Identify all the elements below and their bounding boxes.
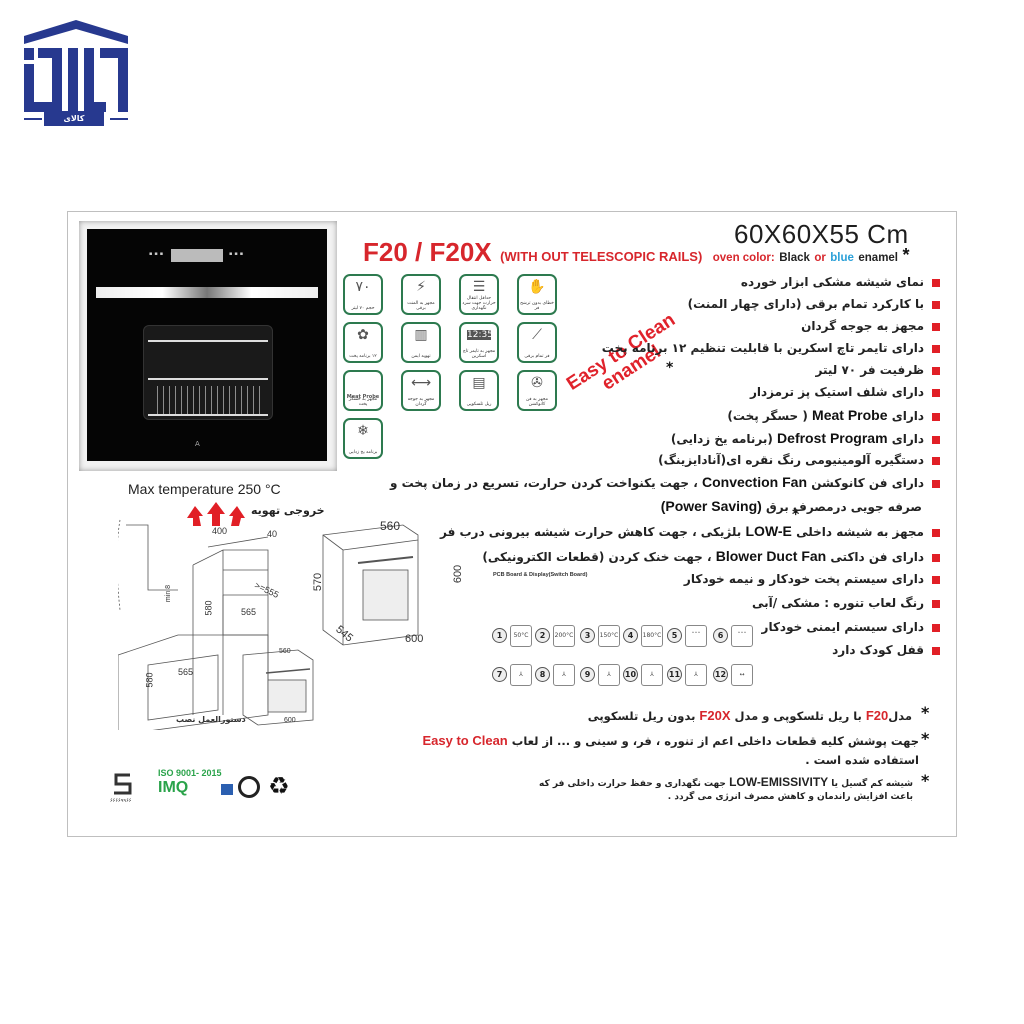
feature-item: قفل کودک دارد [832,643,940,657]
standard-mark-icon [114,773,132,795]
standard-number: ۶۶۶۶۹۹۶۶ [110,798,132,804]
asterisk: * [902,245,910,265]
electric-element-icon: ⚡مجهز به المنت برقی [401,274,441,315]
note-asterisk: * [921,703,930,722]
feature-item: دارای Defrost Program (برنامه یخ زدایی) [671,430,940,446]
feature-item-continued: صرفه جویی درمصرف برق (Power Saving) [660,498,922,514]
color-black: Black [779,252,810,264]
safe-ventilation-icon: ▥تهویه ایمن [401,322,441,363]
model-name: F20 / F20X [363,237,492,267]
fingerprint-free-icon: ✋خطای بدون ترشح فر [517,274,557,315]
recycle-icon: ♻ [268,772,290,800]
note-model-rails: مدلF20 با ریل تلسکوپی و مدل F20X بدون ری… [587,708,912,723]
note-easy-clean: جهت پوشش کلیه قطعات داخلی اعم از تنوره ،… [422,733,919,748]
feature-item: دستگیره آلومینیومی رنگ نقره ای(آنادایزین… [658,453,940,467]
oven-window [143,325,273,420]
oven-photo: ▪▪▪ ▪▪▪ A [79,221,337,471]
product-title: F20 / F20X (WITH OUT TELESCOPIC RAILS) o… [363,237,909,268]
note-easy-clean-cont: استفاده شده است . [805,753,919,767]
vent-arrows-icon [187,502,245,526]
installation-label: دستورالعمل نصب [176,715,246,724]
feature-item: نمای شیشه مشکی ابزار خورده [741,275,940,289]
dim-580: 580 [203,600,214,616]
dim-400: 400 [212,526,228,536]
iso-label: ISO 9001- 2015 [158,768,222,778]
dim-min8: min 8 [165,584,173,603]
certification-seal-icon [238,776,260,798]
control-keys-right: ▪▪▪ [229,251,246,257]
color-or: or [814,252,826,264]
feature-item: دارای فن داکتی Blower Duct Fan ، جهت خنک… [482,548,940,564]
feature-item: با کارکرد تمام برقی (دارای چهار المنت) [688,297,940,311]
note-asterisk: * [921,771,930,790]
dim-600: 600 [452,564,465,584]
dim-570: 570 [312,572,325,592]
installation-diagram [118,519,419,730]
feature-item: دارای تایمر تاچ اسکرین با قابلیت تنظیم ۱… [602,341,940,355]
control-keys-left: ▪▪▪ [149,251,166,257]
dim-40: 40 [267,529,278,539]
feature-item: مجهز به جوجه گردان [801,319,940,333]
rotisserie-icon: ⟷مجهز به جوجه گردان [401,370,441,411]
convection-fan-icon: ✇مجهز به فن کانوکشن [517,370,557,411]
oven-color-label: oven color: [712,252,775,264]
feature-item: دارای سیستم پخت خودکار و نیمه خودکار [684,572,940,586]
imq-logo: IMQ [158,779,189,796]
dim-580-lower: 580 [144,672,155,688]
feature-item: مجهز به شیشه داخلی LOW-E بلژیکی ، جهت کا… [440,523,940,539]
pcb-note: PCB Board & Display(Switch Board) [493,572,588,578]
oven-handle [96,287,318,298]
rails-note: (WITH OUT TELESCOPIC RAILS) [500,249,703,264]
max-temperature: Max temperature 250 °C [128,481,281,497]
dim-565: 565 [241,607,257,617]
building-logo-icon [24,20,128,112]
product-dimensions: 60X60X55 Cm [734,219,909,249]
color-enamel: enamel [858,252,899,264]
vent-label: خروجی تهویه [251,504,325,517]
dim-600-width: 600 [405,633,424,645]
csq-logo-icon [221,784,233,795]
dim-560-small: 560 [279,648,291,655]
feature-item: دارای Meat Probe ( حسگر پخت) [727,407,940,423]
color-blue: blue [830,252,854,264]
feature-item: دارای شلف استیک پز ترمزدار [750,385,940,399]
oven-front-panel: ▪▪▪ ▪▪▪ A [87,229,327,461]
dim-560: 560 [380,519,401,533]
feature-item: دارای سیستم ایمنی خودکار [762,620,940,634]
certification-logos: ۶۶۶۶۹۹۶۶ ISO 9001- 2015 IMQ ♻ [110,768,310,808]
telescopic-rail-icon: ▤ریل تلسکوپی [459,370,499,411]
cooking-programs-icon: ✿۱۲ برنامه پخت [343,322,383,363]
note-low-emissivity: شیشه کم گسیل یا LOW-EMISSIVITY جهت نگهدا… [539,775,913,789]
logo-caption: کالای ساختمانی [44,111,104,138]
logo-rule-left [24,118,42,120]
full-electric-icon: ⟋فر تمام برقی [517,322,557,363]
oven-display [171,249,223,262]
feature-item: ظرفیت فر ۷۰ لیتر [815,363,940,377]
logo-rule-right [110,118,128,120]
heat-transfer-icon: ☰حداقل انتقال حرارت جهت سرد نگهداری [459,274,499,315]
dim-600-small: 600 [284,717,296,724]
note-asterisk: * [921,729,930,748]
feature-item: دارای فن کانوکشن Convection Fan ، جهت یک… [390,474,940,490]
dim-565-lower: 565 [178,667,194,677]
oven-brand-mark: A [195,440,200,448]
defrost-icon: ❄برنامه یخ زدایی [343,418,383,459]
asterisk-mark: * [666,360,674,376]
asterisk-mark: * [792,507,800,523]
feature-item: رنگ لعاب تنوره : مشکی /آبی [752,596,940,610]
note-low-emissivity-cont: باعث افزایش راندمان و کاهش مصرف انرژی می… [667,792,913,802]
